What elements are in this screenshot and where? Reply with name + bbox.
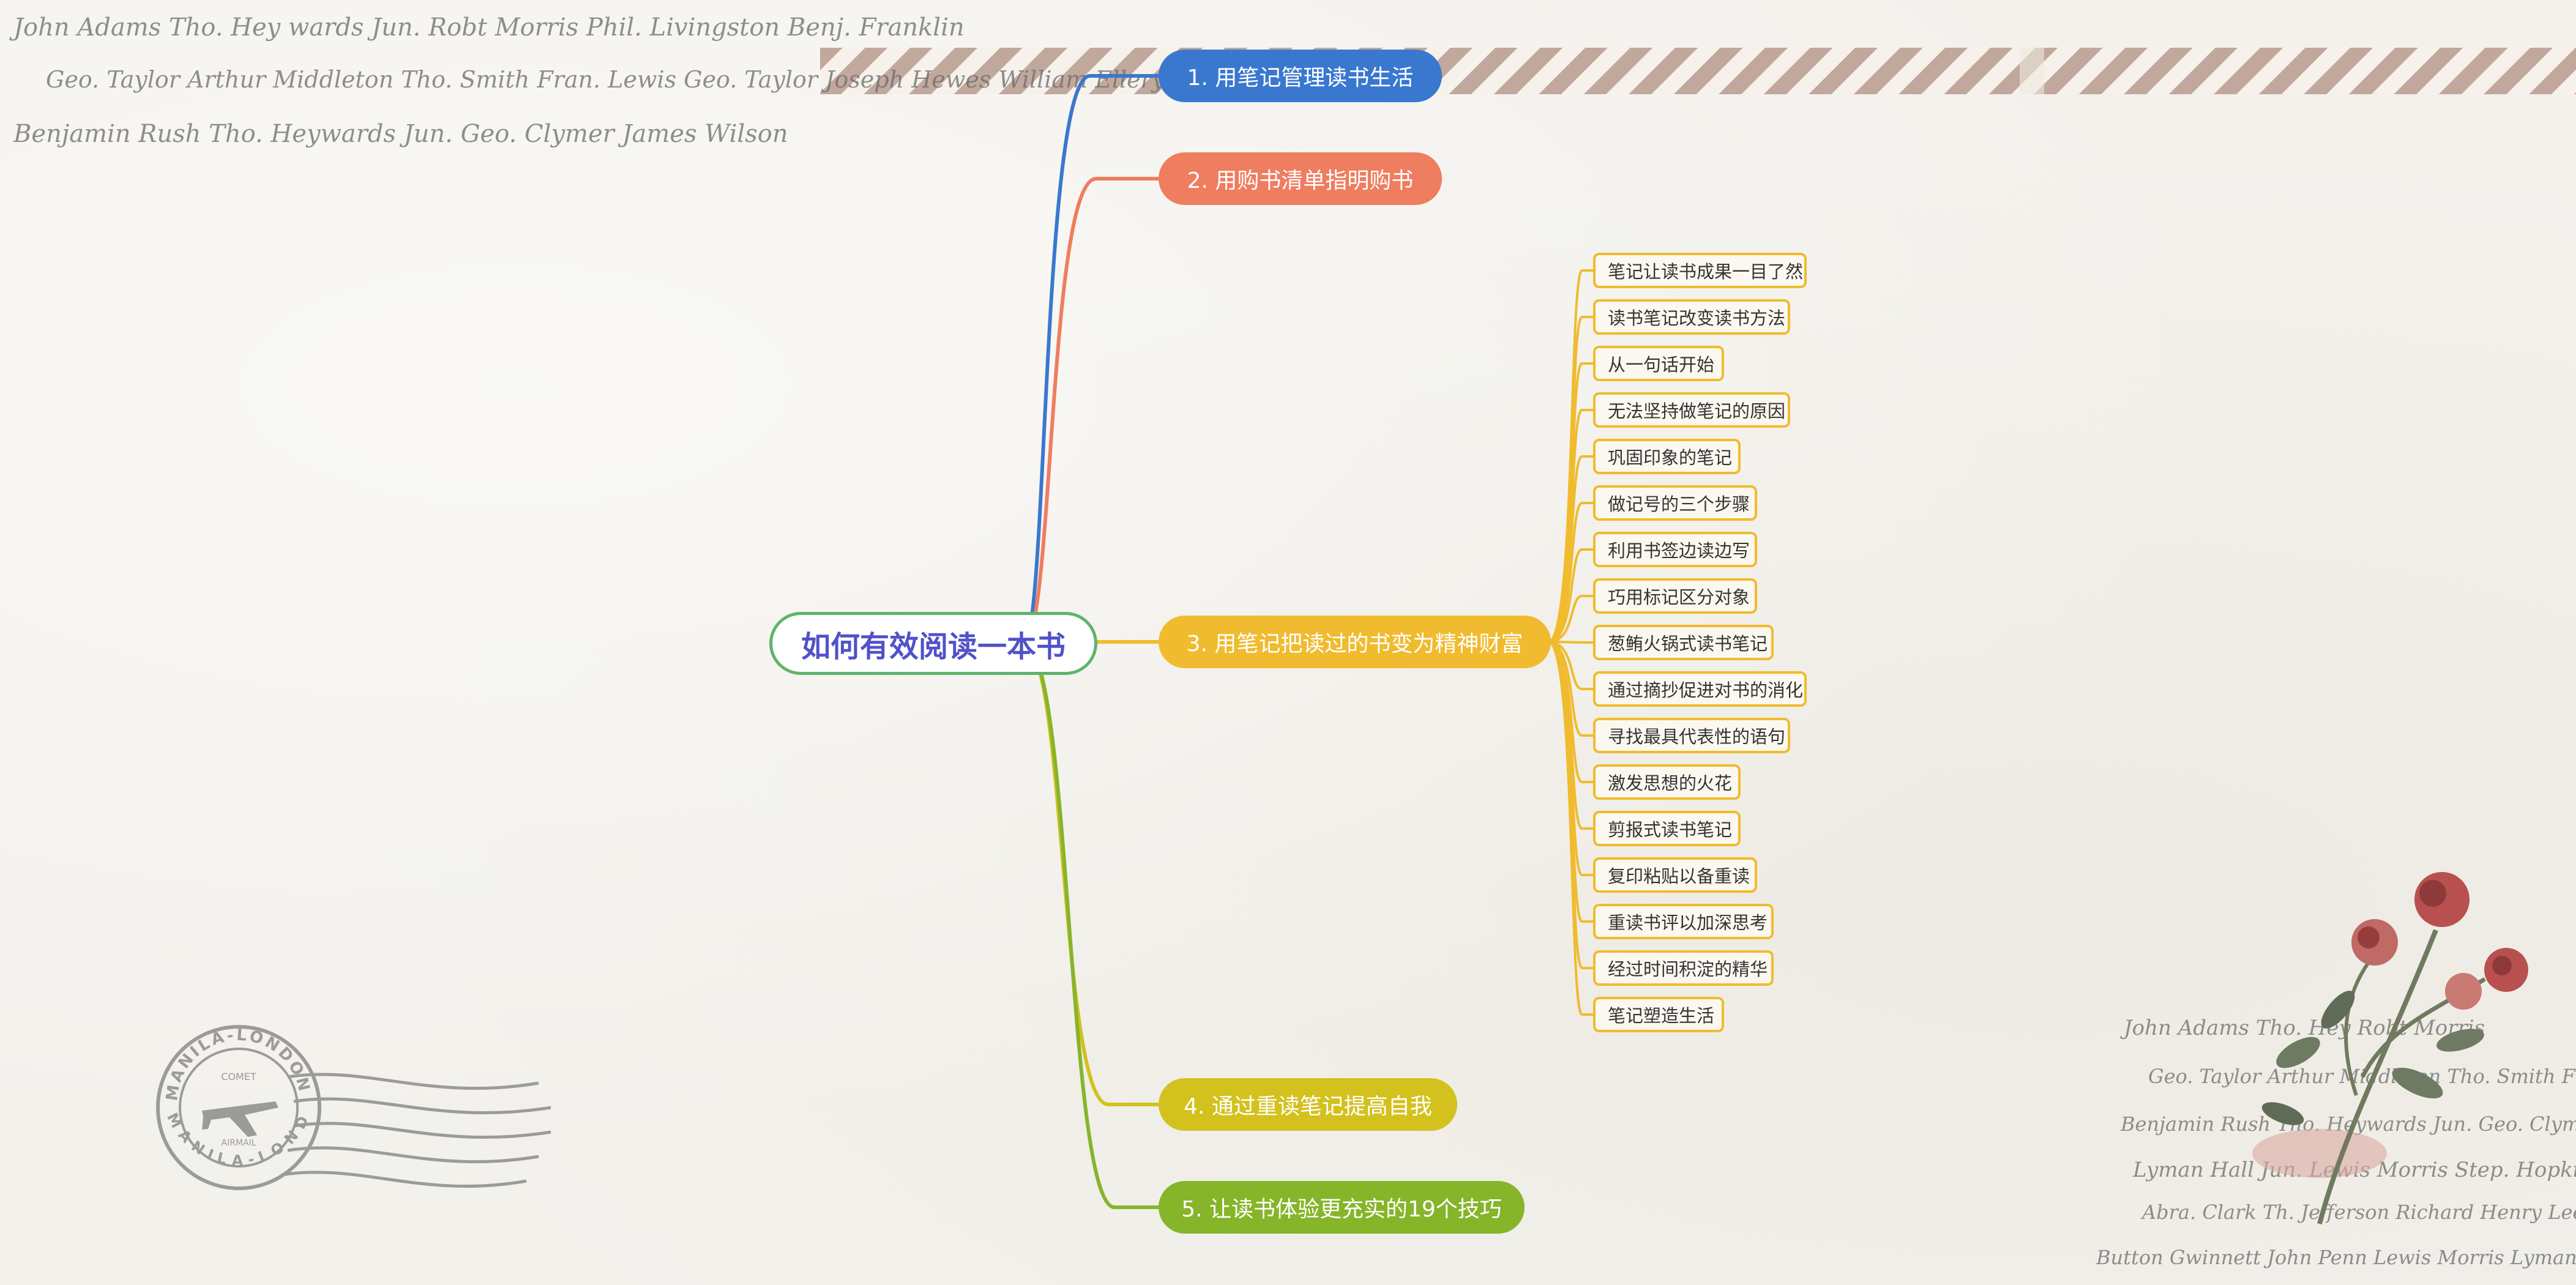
subtopic-15[interactable]: 重读书评以加深思考	[1593, 904, 1774, 939]
subtopic-12[interactable]: 激发思想的火花	[1593, 764, 1741, 800]
subtopic-4[interactable]: 无法坚持做笔记的原因	[1593, 392, 1790, 428]
subtopic-10[interactable]: 通过摘抄促进对书的消化	[1593, 671, 1807, 707]
branch-topic-1[interactable]: 1. 用笔记管理读书生活	[1159, 50, 1442, 102]
postage-stamp-postmark: MANILA-LONDON MANILA-LONDON COMET AIRMAI…	[0, 5, 551, 1190]
rose-flower-illustration	[2252, 872, 2528, 1225]
mind-map-connectors	[1022, 74, 1596, 1209]
signature-script-line-right: Abra. Clark Th. Jefferson Richard Henry …	[2142, 1201, 2576, 1224]
branch-topic-5[interactable]: 5. 让读书体验更充实的19个技巧	[1159, 1181, 1525, 1234]
root-topic[interactable]: 如何有效阅读一本书	[769, 612, 1097, 675]
branch-topic-3[interactable]: 3. 用笔记把读过的书变为精神财富	[1159, 616, 1551, 668]
branch-topic-2[interactable]: 2. 用购书清单指明购书	[1159, 152, 1442, 205]
signature-script-line-right: John Adams Tho. Hey Robt Morris	[2124, 1016, 2485, 1040]
subtopic-connector	[1547, 641, 1596, 690]
airplane-icon	[202, 1101, 278, 1137]
subtopic-connector	[1547, 641, 1596, 1016]
subtopic-8[interactable]: 巧用标记区分对象	[1593, 578, 1757, 614]
signature-script-line: John Adams Tho. Hey wards Jun. Robt Morr…	[13, 13, 965, 42]
signature-script-line: Geo. Taylor Arthur Middleton Tho. Smith …	[46, 66, 1165, 93]
stamp-text-small: AIRMAIL	[221, 1138, 256, 1148]
subtopic-connector	[1547, 641, 1596, 737]
striped-tape-decoration	[820, 48, 2576, 94]
subtopic-17[interactable]: 笔记塑造生活	[1593, 997, 1724, 1032]
subtopic-1[interactable]: 笔记让读书成果一目了然	[1593, 253, 1807, 288]
subtopic-connector	[1547, 595, 1596, 643]
signature-script-line-right: Button Gwinnett John Penn Lewis Morris L…	[2096, 1246, 2576, 1269]
subtopic-7[interactable]: 利用书签边读边写	[1593, 532, 1757, 567]
subtopic-6[interactable]: 做记号的三个步骤	[1593, 485, 1757, 521]
stamp-text-top: MANILA-LONDON	[163, 1026, 311, 1102]
subtopic-2[interactable]: 读书笔记改变读书方法	[1593, 299, 1790, 335]
tape-seam-decoration	[2020, 48, 2044, 94]
subtopic-13[interactable]: 剪报式读书笔记	[1593, 811, 1741, 846]
branch-topic-4[interactable]: 4. 通过重读笔记提高自我	[1159, 1078, 1457, 1131]
subtopic-11[interactable]: 寻找最具代表性的语句	[1593, 718, 1790, 753]
subtopic-9[interactable]: 葱鲔火锅式读书笔记	[1593, 625, 1774, 660]
subtopic-connector	[1547, 455, 1596, 643]
stamp-text-middle: COMET	[221, 1071, 256, 1082]
stamp-text-bottom: MANILA-LONDON	[0, 5, 311, 1169]
branch-connector	[1022, 641, 1164, 1106]
signature-script-line: Benjamin Rush Tho. Heywards Jun. Geo. Cl…	[13, 120, 788, 148]
subtopic-connector	[1547, 548, 1596, 643]
subtopic-16[interactable]: 经过时间积淀的精华	[1593, 950, 1774, 986]
subtopic-14[interactable]: 复印粘贴以备重读	[1593, 857, 1757, 893]
subtopic-5[interactable]: 巩固印象的笔记	[1593, 439, 1741, 474]
svg-text:MANILA-LONDON: MANILA-LONDON	[0, 5, 313, 1169]
branch-connector	[1022, 74, 1164, 646]
subtopic-3[interactable]: 从一句话开始	[1593, 346, 1724, 381]
subtopic-connector	[1547, 502, 1596, 643]
branch-connector	[1022, 641, 1164, 1209]
svg-text:MANILA-LONDON: MANILA-LONDON	[163, 1026, 313, 1102]
